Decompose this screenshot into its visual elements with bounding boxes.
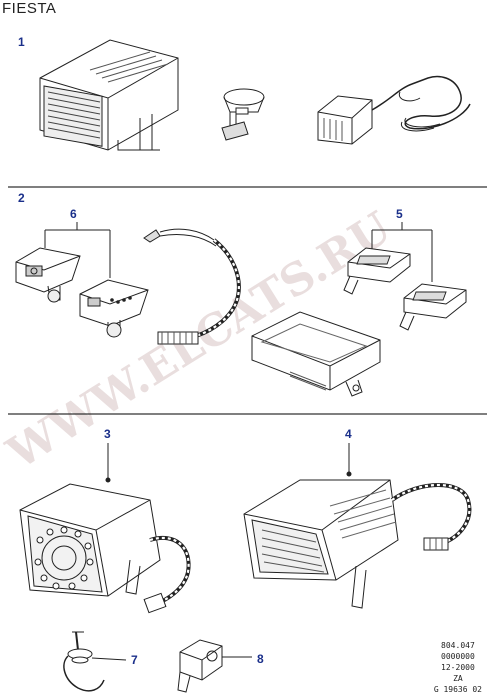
section-label-2: 2: [18, 191, 25, 205]
ground-wire-drawing: [63, 631, 127, 692]
wire-loom-drawing: [143, 228, 241, 345]
reference-line-3: 12-2000: [441, 663, 475, 672]
sounder-unit-drawing: [243, 479, 472, 609]
section-label-4: 4: [345, 427, 352, 441]
reference-line-1: 804.047: [441, 641, 475, 650]
callout-6-leader: [44, 222, 111, 278]
control-module-drawing: [251, 311, 381, 397]
callout-label-5: 5: [396, 207, 403, 221]
callout-3-leader: [105, 443, 111, 483]
remote-transmitter-drawing-a: [15, 247, 81, 303]
callout-label-6: 6: [70, 207, 77, 221]
diagram-title: FIESTA: [2, 0, 57, 17]
callout-4-leader: [346, 443, 352, 477]
wiring-harness-connector-drawing: [317, 75, 471, 145]
key-fob-drawing-a: [343, 247, 411, 295]
section-label-1: 1: [18, 35, 25, 49]
callout-label-7: 7: [131, 653, 138, 667]
mounting-bracket-drawing: [177, 639, 252, 693]
backup-siren-drawing: [19, 483, 191, 614]
siren-unit-drawing: [39, 39, 179, 151]
reference-line-2: 0000000: [441, 652, 475, 661]
remote-transmitter-drawing-b: [79, 279, 149, 338]
clamp-bolt-drawing: [221, 88, 265, 141]
callout-label-8: 8: [257, 652, 264, 666]
key-fob-drawing-b: [399, 283, 467, 331]
reference-code-block: 804.047 0000000 12-2000 ZA G 19636 02: [434, 640, 482, 695]
reference-line-5: G 19636 02: [433, 685, 482, 694]
reference-line-4: ZA: [453, 674, 463, 683]
section-label-3: 3: [104, 427, 111, 441]
